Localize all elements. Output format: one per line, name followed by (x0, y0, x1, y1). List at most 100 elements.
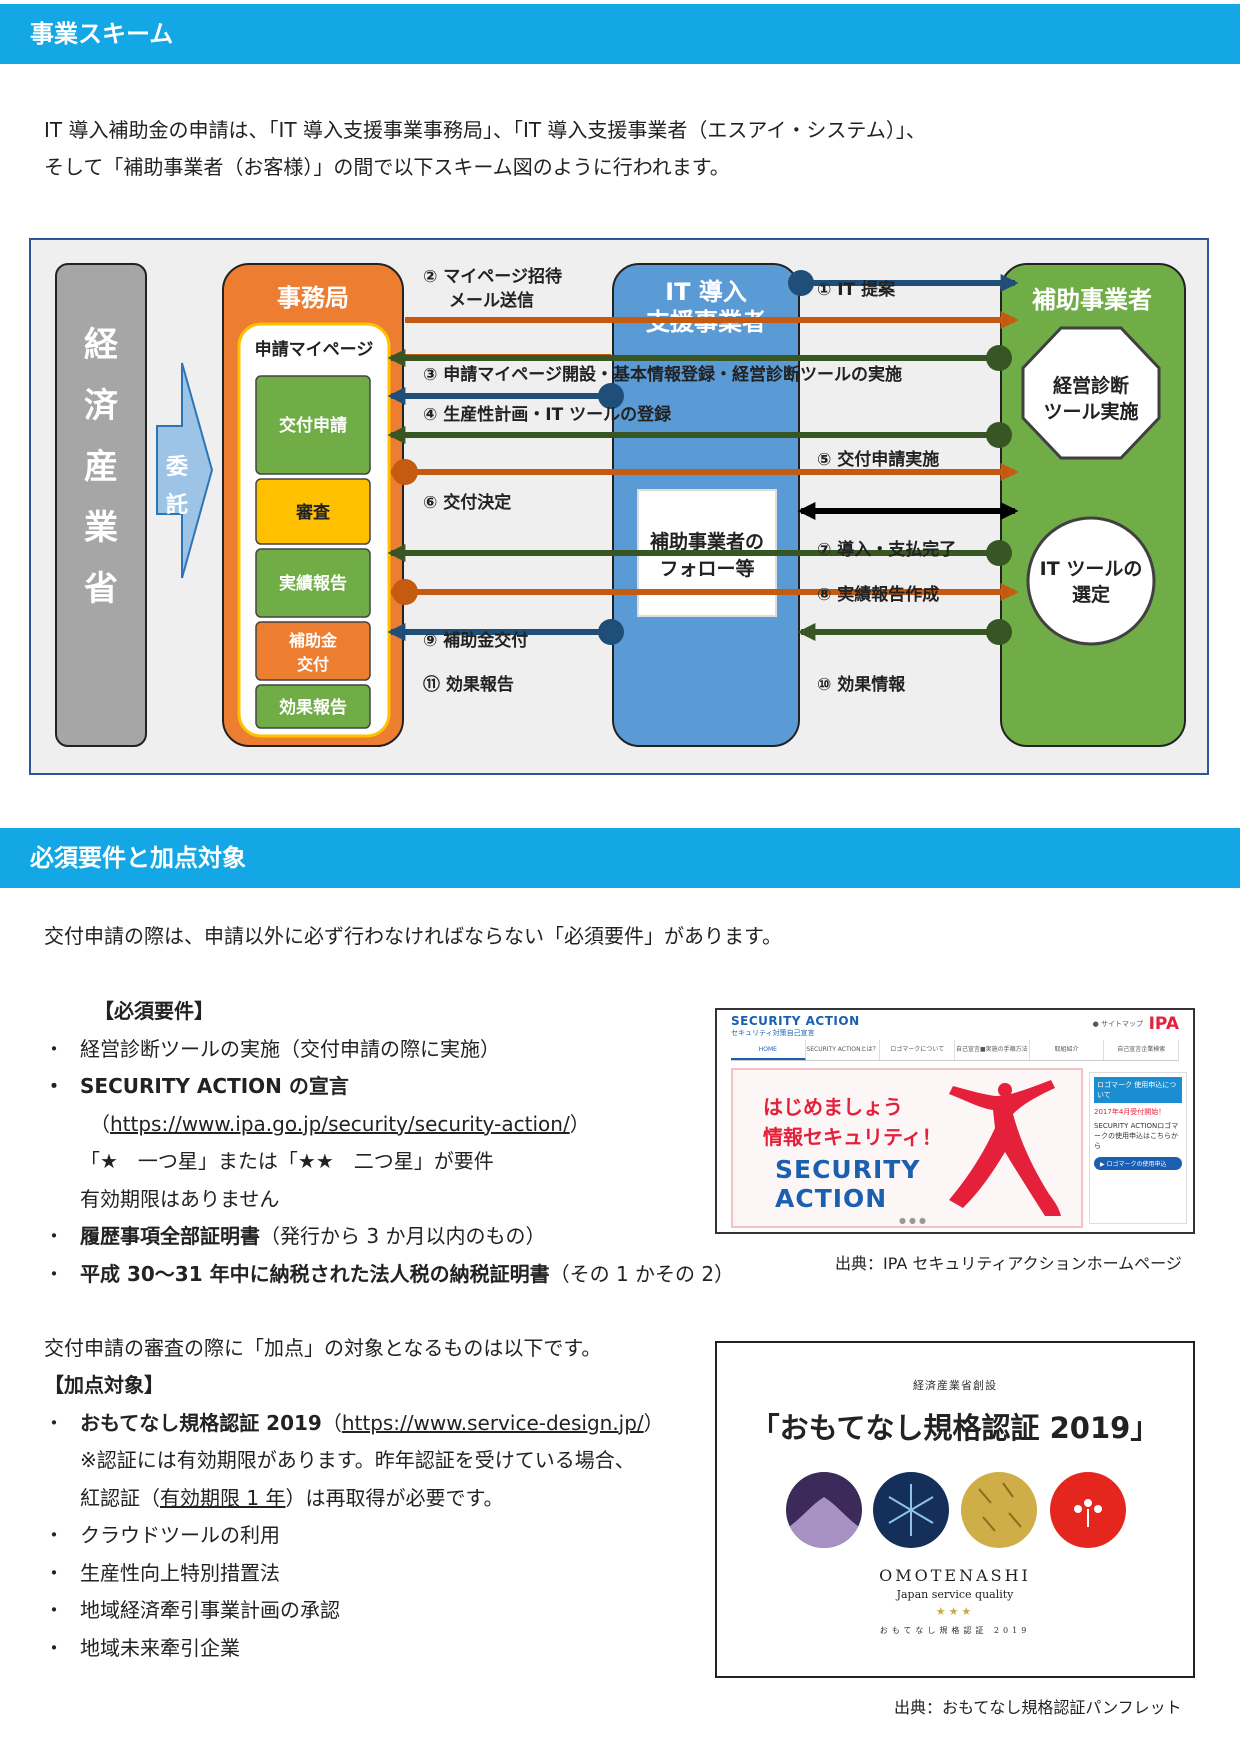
arrow-5-dot (986, 422, 1012, 448)
required-item-3: ・履歴事項全部証明書（発行から 3 か月以内のもの） (44, 1218, 734, 1256)
scheme-intro: IT 導入補助金の申請は、「IT 導入支援事業事務局」、「IT 導入支援事業者（… (44, 112, 926, 186)
client-label: 補助事業者 (1031, 286, 1152, 314)
step-apply-label: 交付申請 (279, 415, 347, 436)
ipa-logo: IPA (1148, 1014, 1179, 1034)
required-item-4-bold: 平成 30～31 年中に納税された法人税の納税証明書 (80, 1261, 550, 1286)
label-step7: ⑦ 導入・支払完了 (817, 539, 956, 560)
delegation-label-2: 託 (166, 492, 188, 518)
required-item-2-note-1: 「★ 一つ星」または「★★ 二つ星」が要件 (80, 1149, 494, 1173)
note-part-b: ）は再取得が必要です。 (285, 1485, 504, 1510)
note-underlined: 有効期限 1 年 (160, 1485, 286, 1510)
label-step8: ⑧ 実績報告作成 (817, 584, 939, 605)
omotenashi-pamphlet: 経済産業省創設 「おもてなし規格認証 2019」 OMOTENASHI Jap (715, 1341, 1195, 1678)
step-review (255, 478, 371, 545)
label-step9: ⑨ 補助金交付 (423, 630, 528, 651)
bullet: ・ (44, 1036, 64, 1061)
delegation-label-1: 委 (166, 455, 188, 480)
bullet: ・ (44, 1074, 64, 1098)
label-step4: ④ 生産性計画・IT ツールの登録 (423, 404, 672, 425)
label-step1: ① IT 提案 (817, 279, 896, 300)
bonus-item-5-text: 地域未来牽引企業 (80, 1635, 240, 1660)
nav-about: SECURITY ACTIONとは？ (806, 1040, 881, 1060)
arrow-9-grant-dot (392, 579, 418, 605)
note-part-a: 紅認証（ (80, 1485, 160, 1510)
client-diagnosis-label-2: ツール実施 (1043, 400, 1138, 423)
ministry-box (55, 263, 147, 747)
required-item-2: ・SECURITY ACTION の宣言 (44, 1068, 734, 1106)
bonus-header: 【加点対象】 (44, 1373, 164, 1397)
bullet: ・ (44, 1598, 64, 1622)
bonus-item-1-note-1: ※認証には有効期限があります。昨年認証を受けている場合、 (80, 1448, 635, 1472)
scheme-intro-line2: そして「補助事業者（お客様）」の間で以下スキーム図のように行われます。 (44, 155, 730, 179)
step-report (255, 548, 371, 618)
caption-omotenashi: 出典：おもてなし規格認証パンフレット (894, 1698, 1182, 1717)
fuji-circle-icon (786, 1472, 862, 1548)
hero-line-2: 情報セキュリティ！ (763, 1125, 942, 1149)
paren-close: ） (643, 1410, 664, 1435)
sidebar-title: ロゴマーク 使用申込について (1094, 1077, 1182, 1103)
bullet: ・ (44, 1635, 64, 1660)
client-itselect-label-2: 選定 (1072, 583, 1110, 606)
ministry-char: 経 (84, 325, 119, 365)
label-step5: ⑤ 交付申請実施 (817, 449, 939, 470)
step-effect (255, 684, 371, 729)
client-itselect-label-1: IT ツールの (1040, 558, 1143, 580)
bonus-item-3: ・生産性向上特別措置法 (44, 1555, 664, 1593)
section-header-requirements: 必須要件と加点対象 (0, 828, 1240, 888)
ministry-char: 省 (84, 569, 118, 609)
security-action-logo: SECURITY ACTION (731, 1014, 860, 1028)
bonus-item-3-text: 生産性向上特別措置法 (80, 1560, 280, 1585)
bonus-list: 【加点対象】 ・おもてなし規格認証 2019（https://www.servi… (44, 1367, 664, 1667)
firework-circle-icon (873, 1472, 949, 1548)
label-step10: ⑩ 効果情報 (817, 674, 906, 695)
step-review-label: 審査 (295, 502, 331, 523)
required-item-3-bold: 履歴事項全部証明書 (80, 1224, 260, 1248)
paren-close: ） (569, 1111, 590, 1136)
gold-pattern-circle-icon (961, 1472, 1037, 1548)
arrow-6-dot (392, 459, 418, 485)
pamphlet-title: 「おもてなし規格認証 2019」 (750, 1411, 1160, 1445)
hero-title: SECURITY ACTION (775, 1155, 920, 1213)
office-label: 事務局 (277, 284, 349, 312)
nav-home: HOME (731, 1040, 806, 1060)
required-item-3-rest: （発行から 3 か月以内のもの） (260, 1224, 546, 1248)
required-item-4: ・平成 30～31 年中に納税された法人税の納税証明書（その 1 かその 2） (44, 1256, 734, 1294)
security-action-link[interactable]: https://www.ipa.go.jp/security/security-… (110, 1111, 570, 1136)
omotenashi-circles (786, 1472, 1126, 1548)
arrow-9-dot (986, 540, 1012, 566)
sidebar-red: 2017年4月受付開始！ (1094, 1108, 1166, 1116)
bonus-item-5: ・地域未来牽引企業 (44, 1630, 664, 1668)
hero-banner: はじめましょう 情報セキュリティ！ SECURITY ACTION ●●● (731, 1068, 1083, 1228)
sitemap-link: ● サイトマップ (1092, 1020, 1143, 1028)
nav-search: 自己宣言企業検索 (1104, 1040, 1180, 1060)
required-list: 【必須要件】 ・経営診断ツールの実施（交付申請の際に実施） ・SECURITY … (44, 993, 734, 1293)
sidebar-text: SECURITY ACTIONロゴマークの使用申込はこちらから (1094, 1122, 1179, 1150)
service-design-link[interactable]: https://www.service-design.jp/ (341, 1410, 644, 1435)
hero-title-1: SECURITY (775, 1155, 921, 1184)
required-item-1-text: 経営診断ツールの実施（交付申請の際に実施） (80, 1036, 500, 1061)
sidebar-logo-info: ロゴマーク 使用申込について 2017年4月受付開始！ SECURITY ACT… (1089, 1072, 1187, 1224)
paren-open: （ (90, 1111, 110, 1136)
client-diagnosis-label-1: 経営診断 (1053, 374, 1129, 397)
star-rating: ★★★ (935, 1605, 975, 1618)
bonus-item-2: ・クラウドツールの利用 (44, 1517, 664, 1555)
label-step2b: メール送信 (449, 290, 534, 311)
ministry-char: 業 (84, 508, 118, 548)
required-item-2-url-row: （https://www.ipa.go.jp/security/security… (44, 1106, 734, 1144)
sidebar-button: ▶ ロゴマークの使用申込 (1094, 1157, 1182, 1170)
step-effect-label: 効果報告 (279, 697, 347, 718)
bonus-item-1-bold: おもてなし規格認証 2019 (80, 1410, 322, 1435)
walking-figure-icon (949, 1080, 1061, 1216)
arrow-4-dot (598, 383, 624, 409)
bullet: ・ (44, 1523, 64, 1547)
step-apply (255, 375, 371, 475)
hero-title-2: ACTION (775, 1184, 888, 1213)
nav-howto: 自己宣言■実施の手順方法 (955, 1040, 1030, 1060)
vendor-follow-label-2: フォロー等 (659, 557, 754, 580)
security-action-screenshot: SECURITY ACTION セキュリティ対策自己宣言 ● サイトマップ IP… (715, 1008, 1195, 1234)
required-header: 【必須要件】 (94, 999, 214, 1023)
required-item-2-note-2: 有効期限はありません (80, 1186, 280, 1211)
bullet: ・ (44, 1410, 64, 1435)
security-action-logo-sub: セキュリティ対策自己宣言 (731, 1029, 815, 1037)
arrow-1-dot (788, 270, 814, 296)
